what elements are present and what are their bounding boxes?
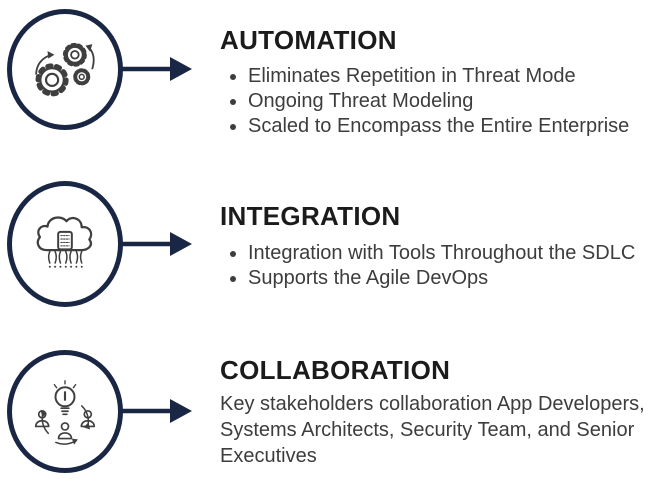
section-title-collaboration: COLLABORATION <box>220 355 451 385</box>
bullet-item: Ongoing Threat Modeling <box>248 89 629 114</box>
integration-bullet-list: Integration with Tools Throughout the SD… <box>220 241 635 291</box>
section-title-integration: INTEGRATION <box>220 201 401 231</box>
bullet-item: Supports the Agile DevOps <box>248 266 635 291</box>
arrow-right-icon <box>122 232 192 256</box>
automation-bullet-list: Eliminates Repetition in Threat Mode Ong… <box>220 64 629 139</box>
collaboration-icon-badge <box>7 350 123 473</box>
section-title-automation: AUTOMATION <box>220 25 397 55</box>
team-collaboration-icon <box>34 379 96 445</box>
bullet-item: Scaled to Encompass the Entire Enterpris… <box>248 114 629 139</box>
collaboration-description: Key stakeholders collaboration App Devel… <box>220 393 645 467</box>
bullet-item: Integration with Tools Throughout the SD… <box>248 241 635 266</box>
arrow-right-icon <box>122 399 192 423</box>
integration-icon-badge <box>7 181 123 307</box>
gears-automation-icon <box>35 42 95 96</box>
bullet-item: Eliminates Repetition in Threat Mode <box>248 64 629 89</box>
cloud-integration-icon <box>36 216 93 268</box>
automation-icon-badge <box>7 9 123 130</box>
arrow-right-icon <box>122 57 192 81</box>
